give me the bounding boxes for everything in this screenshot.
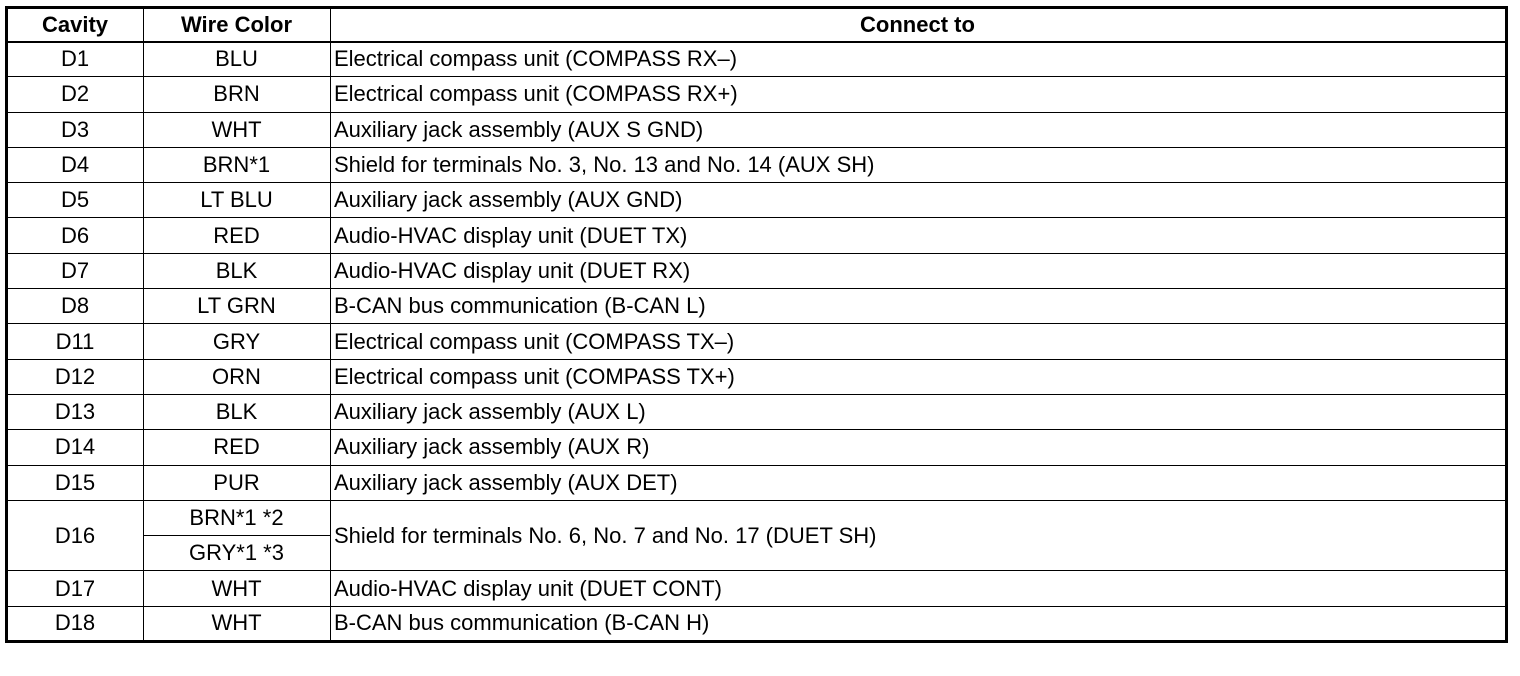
cavity-cell: D7: [6, 252, 144, 290]
cavity-cell: D1: [6, 40, 144, 78]
cavity-cell: D12: [6, 358, 144, 395]
connect-to-cell: Electrical compass unit (COMPASS RX–): [330, 40, 1507, 78]
wire-color-cell: LT BLU: [143, 182, 331, 219]
connect-to-cell: Auxiliary jack assembly (AUX L): [330, 393, 1507, 431]
connect-to-cell: Electrical compass unit (COMPASS TX–): [330, 323, 1507, 360]
connect-to-cell: B-CAN bus communication (B-CAN L): [330, 288, 1507, 325]
cavity-cell: D15: [6, 464, 144, 501]
header-connect-to: Connect to: [330, 7, 1507, 43]
connect-to-cell: Auxiliary jack assembly (AUX GND): [330, 182, 1507, 219]
wire-color-cell: RED: [143, 429, 331, 466]
connect-to-cell: B-CAN bus communication (B-CAN H): [330, 605, 1507, 643]
connect-to-cell: Auxiliary jack assembly (AUX DET): [330, 464, 1507, 501]
wire-color-cell: BRN*1 *2: [143, 499, 331, 537]
header-row: Cavity Wire Color Connect to: [6, 7, 1507, 43]
wire-color-cell: GRY: [143, 323, 331, 360]
connect-to-cell: Audio-HVAC display unit (DUET RX): [330, 252, 1507, 290]
wire-color-cell: BRN*1: [143, 146, 331, 184]
wire-color-cell: BRN: [143, 76, 331, 113]
connect-to-cell: Shield for terminals No. 3, No. 13 and N…: [330, 146, 1507, 184]
connect-to-cell: Audio-HVAC display unit (DUET TX): [330, 217, 1507, 254]
table-row: GRY*1 *3: [7, 535, 1507, 572]
wire-color-cell: ORN: [143, 358, 331, 395]
table-header: Cavity Wire Color Connect to: [6, 7, 1507, 43]
connect-to-cell: Electrical compass unit (COMPASS RX+): [330, 76, 1507, 113]
cavity-cell: D14: [6, 429, 144, 466]
cavity-cell: D13: [6, 393, 144, 431]
cavity-cell: D17: [6, 570, 144, 607]
connect-to-cell: Shield for terminals No. 6, No. 7 and No…: [330, 499, 1507, 572]
connect-to-cell: Auxiliary jack assembly (AUX R): [330, 429, 1507, 466]
cavity-cell: D6: [6, 217, 144, 254]
wire-color-cell: RED: [143, 217, 331, 254]
cavity-cell: D4: [6, 146, 144, 184]
cavity-cell: D3: [6, 111, 144, 148]
header-wire-color: Wire Color: [143, 7, 331, 43]
connect-to-cell: Electrical compass unit (COMPASS TX+): [330, 358, 1507, 395]
wire-color-cell: BLK: [143, 393, 331, 431]
cavity-cell: D16: [6, 499, 144, 572]
cavity-cell: D18: [6, 605, 144, 643]
connect-to-cell: Auxiliary jack assembly (AUX S GND): [330, 111, 1507, 148]
wire-color-cell: PUR: [143, 464, 331, 501]
cavity-cell: D11: [6, 323, 144, 360]
cavity-cell: D2: [6, 76, 144, 113]
wire-color-cell: BLK: [143, 252, 331, 290]
connect-to-cell: Audio-HVAC display unit (DUET CONT): [330, 570, 1507, 607]
wire-color-cell: GRY*1 *3: [143, 535, 331, 572]
cavity-cell: D5: [6, 182, 144, 219]
wire-color-cell: WHT: [143, 111, 331, 148]
header-cavity: Cavity: [6, 7, 144, 43]
wire-color-cell: BLU: [143, 40, 331, 78]
wire-color-cell: LT GRN: [143, 288, 331, 325]
wire-color-cell: WHT: [143, 570, 331, 607]
wire-color-cell: WHT: [143, 605, 331, 643]
cavity-cell: D8: [6, 288, 144, 325]
